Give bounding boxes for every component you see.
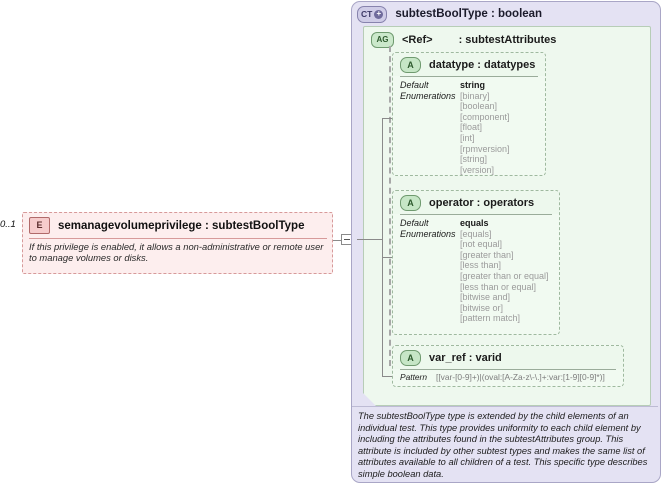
facet-value-enum: [rpmversion] [460,143,510,154]
connector-branch-datatype [382,118,392,119]
complextype-header: CT + subtestBoolType : boolean [352,3,542,25]
attribute-body-var-ref: Pattern [[var-[0-9]+)|(oval:[A-Za-z\-\.]… [393,370,623,385]
complextype-icon: CT + [357,5,388,23]
attributegroup-ref-type: : subtestAttributes [458,34,557,46]
facet-value-enum: [int] [460,132,475,143]
facet-value-default: equals [460,218,489,228]
attributegroup-icon: AG [371,32,394,48]
attribute-separator [400,214,552,215]
facet-label-default: Default [400,218,429,228]
complextype-documentation: The subtestBoolType type is extended by … [358,411,648,479]
facet-value-enum: [bitwise or] [460,302,504,313]
attribute-box-operator[interactable]: A operator : operators Default Enumerati… [392,190,560,335]
attribute-facet-labels: Default Enumerations [400,80,460,175]
facet-label-enumerations: Enumerations [400,90,456,101]
attributegroup-header[interactable]: AG <Ref> : subtestAttributes [371,30,556,50]
facet-value-enum: [component] [460,111,510,122]
attribute-body-datatype: Default Enumerations string [binary] [bo… [393,77,545,179]
attribute-icon: A [400,57,421,73]
facet-value-pattern: [[var-[0-9]+)|(oval:[A-Za-z\-\.]+:var:[1… [436,372,605,382]
connector-branch-operator [382,257,392,258]
attribute-box-var-ref[interactable]: A var_ref : varid Pattern [[var-[0-9]+)|… [392,345,624,387]
facet-label-pattern: Pattern [400,372,428,382]
facet-value-enum: [pattern match] [460,313,521,324]
element-header: E semanagevolumeprivilege : subtestBoolT… [23,213,332,238]
facet-value-enum: [binary] [460,90,490,101]
attribute-title: var_ref : varid [429,352,502,364]
facet-value-enum: [string] [460,154,488,165]
collapse-toggle-minus-icon [343,239,350,240]
connector-line-left [333,239,341,241]
complextype-icon-label: CT [361,8,373,19]
group-dashed-line [389,46,391,366]
attribute-body-operator: Default Enumerations equals [equals] [no… [393,215,559,328]
attribute-header-operator: A operator : operators [393,191,559,214]
element-title: semanagevolumeprivilege : subtestBoolTyp… [58,219,305,232]
facet-label-enumerations: Enumerations [400,228,456,239]
facet-value-enum: [greater than or equal] [460,270,549,281]
attribute-icon: A [400,195,421,211]
cardinality-label: 0..1 [0,219,16,230]
facet-value-enum: [not equal] [460,239,503,250]
attribute-header-datatype: A datatype : datatypes [393,53,545,76]
plus-icon[interactable]: + [374,9,384,19]
facet-label-default: Default [400,80,429,90]
facet-value-enum: [float] [460,122,483,133]
facet-value-enum: [equals] [460,228,492,239]
attributegroup-ref-label: <Ref> [402,34,433,46]
element-box-semanagevolumeprivilege[interactable]: E semanagevolumeprivilege : subtestBoolT… [22,212,333,274]
attribute-facet-values: equals [equals] [not equal] [greater tha… [460,218,549,324]
connector-branch-varref [382,376,392,377]
attribute-separator [400,76,538,77]
attribute-separator [400,369,616,370]
facet-value-default: string [460,80,486,90]
attribute-facet-labels: Default Enumerations [400,218,460,324]
facet-value-enum: [less than] [460,260,502,271]
facet-value-enum: [less than or equal] [460,281,537,292]
connector-trunk [382,118,383,376]
element-documentation: If this privilege is enabled, it allows … [29,241,324,264]
attribute-title: operator : operators [429,197,535,209]
attribute-icon: A [400,350,421,366]
facet-value-enum: [greater than] [460,249,514,260]
connector-line-into-group [357,239,382,240]
complextype-title: subtestBoolType : boolean [395,8,543,20]
facet-value-enum: [bitwise and] [460,292,511,303]
facet-value-enum: [boolean] [460,101,498,112]
attribute-facet-values: string [binary] [boolean] [component] [f… [460,80,510,175]
element-separator [29,238,327,239]
attribute-box-datatype[interactable]: A datatype : datatypes Default Enumerati… [392,52,546,176]
attribute-title: datatype : datatypes [429,59,536,71]
attribute-header-var-ref: A var_ref : varid [393,346,623,369]
element-icon: E [29,217,50,234]
facet-value-enum: [version] [460,164,495,175]
documentation-separator [352,406,658,407]
